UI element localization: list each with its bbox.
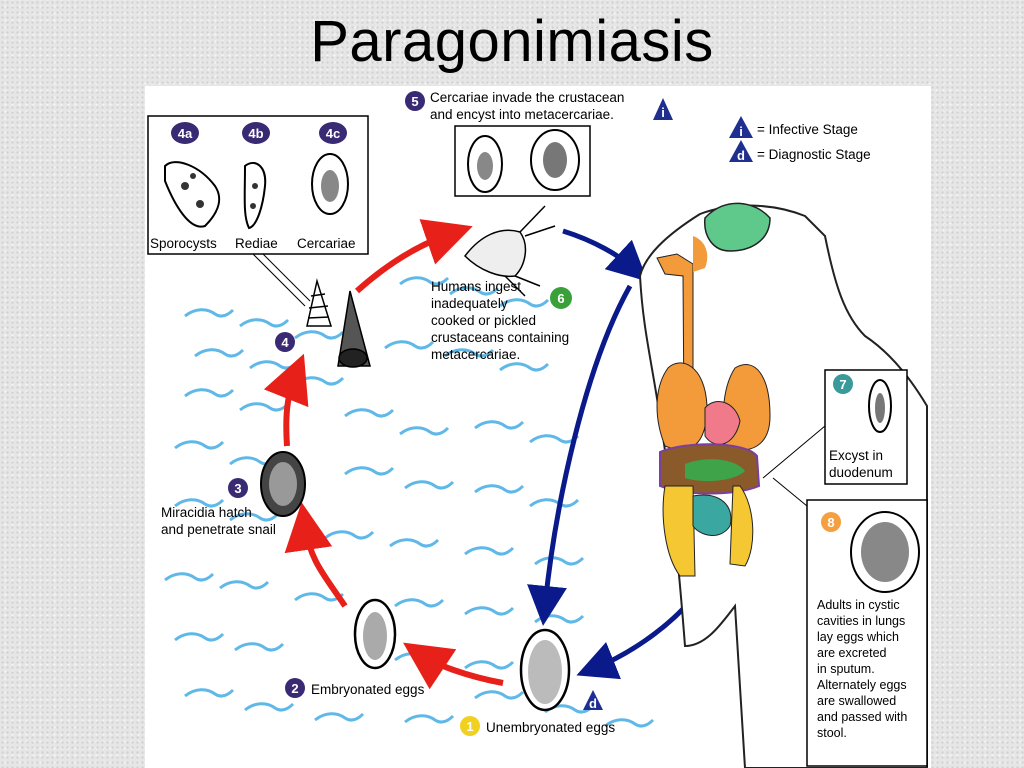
snail-image-1 <box>306 278 333 327</box>
stage-8-adult-fluke-image <box>850 511 920 593</box>
legend: i = Infective Stage d = Diagnostic Stage <box>729 116 871 163</box>
stage-7-badge <box>833 374 853 394</box>
svg-text:2: 2 <box>291 681 298 696</box>
infective-stage-icon <box>729 116 753 138</box>
svg-text:metacercariae.: metacercariae. <box>431 347 520 362</box>
stage-5-metacercaria-image <box>530 129 580 191</box>
svg-text:lay eggs which: lay eggs which <box>817 630 899 644</box>
stage-5-cercaria-image <box>467 135 503 193</box>
svg-text:cooked or pickled: cooked or pickled <box>431 313 536 328</box>
svg-text:Cercariae invade the crustacea: Cercariae invade the crustacean <box>430 90 624 105</box>
svg-text:4b: 4b <box>248 126 263 141</box>
svg-text:4a: 4a <box>178 126 193 141</box>
stage-4b-rediae-image <box>243 161 267 230</box>
infective-stage-label: = Infective Stage <box>757 122 858 137</box>
stage-3-miracidium-image <box>260 451 306 517</box>
svg-text:7: 7 <box>839 377 846 392</box>
svg-text:5: 5 <box>411 94 418 109</box>
stage-1-egg-image <box>519 628 571 712</box>
stage-1-diagnostic-marker <box>583 690 603 710</box>
life-cycle-panel: i = Infective Stage d = Diagnostic Stage… <box>145 86 931 768</box>
stage-6-label: 6 Humans ingest inadequately cooked or p… <box>431 279 572 362</box>
stage-1-badge <box>460 716 480 736</box>
stage-4a-label: Sporocysts <box>150 236 217 251</box>
stage-3-badge <box>228 478 248 498</box>
diagnostic-stage-icon <box>729 140 753 162</box>
stage-4-badge: 4 <box>275 332 295 352</box>
water-waves <box>163 276 655 728</box>
svg-text:duodenum: duodenum <box>829 465 893 480</box>
svg-text:i: i <box>661 105 665 120</box>
stage-4a-badge: 4a <box>171 122 199 144</box>
stage-4b-badge: 4b <box>242 122 270 144</box>
stage-8-badge <box>821 512 841 532</box>
svg-text:are swallowed: are swallowed <box>817 694 896 708</box>
crustacean-image <box>464 205 556 297</box>
diagnostic-stage-label: = Diagnostic Stage <box>757 147 871 162</box>
svg-text:d: d <box>589 696 597 711</box>
svg-text:6: 6 <box>557 291 564 306</box>
infective-letter: i <box>739 124 743 139</box>
stage-4c-badge: 4c <box>319 122 347 144</box>
svg-text:inadequately: inadequately <box>431 296 508 311</box>
svg-text:8: 8 <box>827 515 834 530</box>
svg-text:4: 4 <box>281 335 289 350</box>
stage-4c-cercariae-image <box>311 153 349 215</box>
stage-8-label: 8 Adults in cystic cavities in lungs lay… <box>817 512 907 740</box>
stage-5-label: 5 Cercariae invade the crustacean and en… <box>405 90 673 122</box>
svg-text:Embryonated eggs: Embryonated eggs <box>311 682 425 697</box>
stage-6-badge <box>550 287 572 309</box>
stage-7-excysted-image <box>868 379 892 433</box>
stage-2-label: 2 Embryonated eggs <box>285 678 425 698</box>
svg-text:crustaceans containing: crustaceans containing <box>431 330 569 345</box>
page-title: Paragonimiasis <box>310 9 714 74</box>
svg-text:4c: 4c <box>326 126 340 141</box>
stage-2-egg-image <box>353 598 397 670</box>
svg-text:Humans ingest: Humans ingest <box>431 279 521 294</box>
svg-text:are excreted: are excreted <box>817 646 887 660</box>
svg-text:Alternately eggs: Alternately eggs <box>817 678 907 692</box>
stage-5-badge <box>405 91 425 111</box>
stage-3-label: 3 Miracidia hatch and penetrate snail <box>161 478 276 537</box>
diagnostic-letter: d <box>737 148 745 163</box>
life-cycle-diagram: i = Infective Stage d = Diagnostic Stage… <box>147 90 928 768</box>
svg-text:and penetrate snail: and penetrate snail <box>161 522 276 537</box>
stage-2-badge <box>285 678 305 698</box>
svg-text:stool.: stool. <box>817 726 847 740</box>
svg-text:and passed with: and passed with <box>817 710 907 724</box>
svg-text:1: 1 <box>466 719 473 734</box>
svg-text:cavities in lungs: cavities in lungs <box>817 614 905 628</box>
stage-4b-label: Rediae <box>235 236 278 251</box>
svg-text:Adults in cystic: Adults in cystic <box>817 598 900 612</box>
svg-text:and encyst into metacercariae.: and encyst into metacercariae. <box>430 107 614 122</box>
svg-text:Unembryonated eggs: Unembryonated eggs <box>486 720 615 735</box>
stage-1-label: 1 Unembryonated eggs d <box>460 690 615 736</box>
snail-image-2 <box>337 290 371 368</box>
stage-5-infective-marker <box>653 98 673 120</box>
svg-text:Excyst in: Excyst in <box>829 448 883 463</box>
stage-7-label: 7 Excyst in duodenum <box>829 374 893 480</box>
svg-text:in sputum.: in sputum. <box>817 662 875 676</box>
svg-text:Miracidia hatch: Miracidia hatch <box>161 505 252 520</box>
stage-4c-label: Cercariae <box>297 236 356 251</box>
svg-text:3: 3 <box>234 481 241 496</box>
stage-4a-sporocysts-image <box>164 161 221 228</box>
